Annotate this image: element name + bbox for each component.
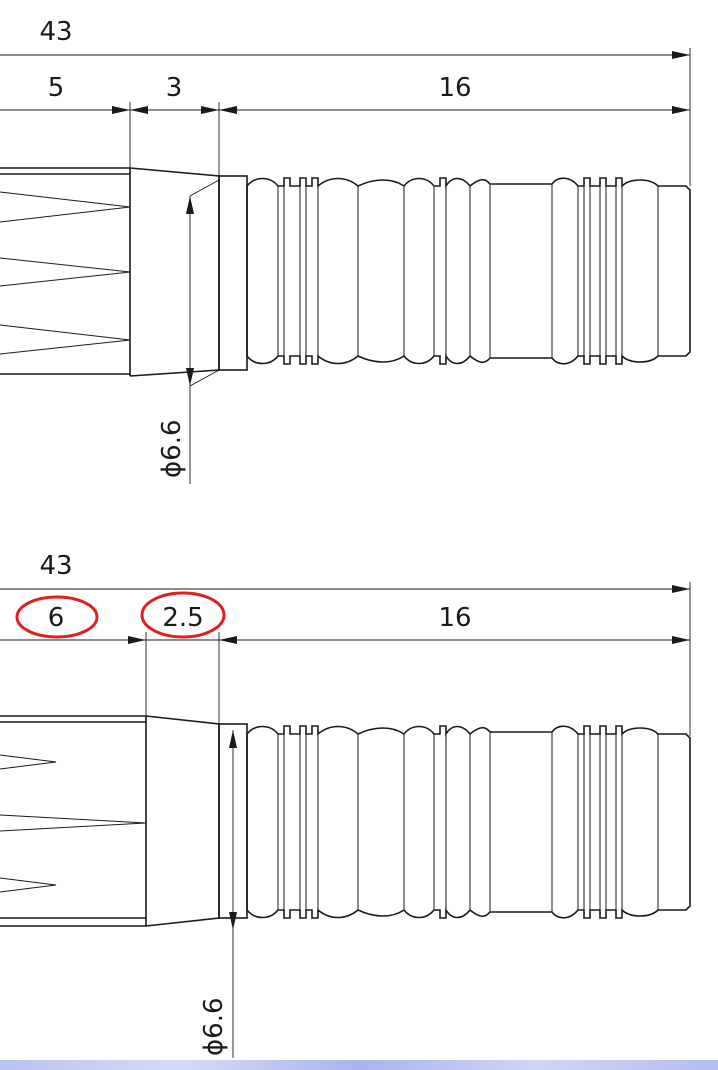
dim-overall: 43 xyxy=(39,17,72,47)
diameter-label: ϕ6.6 xyxy=(157,419,187,478)
footer-strip xyxy=(0,1060,718,1070)
diameter-dimension: ϕ6.6 xyxy=(199,730,237,1058)
dim-seg-b: 2.5 xyxy=(162,603,203,633)
dim-seg-c: 16 xyxy=(438,73,471,103)
left-barrel xyxy=(0,167,131,376)
dim-seg-c: 16 xyxy=(438,603,471,633)
dim-overall: 43 xyxy=(39,551,72,581)
highlight-circle-seg-a xyxy=(15,595,99,639)
drawing-original: 43 5 3 16 xyxy=(0,17,691,484)
grip-body xyxy=(218,723,691,919)
dim-seg-a: 6 xyxy=(48,603,65,633)
dim-seg-b: 3 xyxy=(166,73,183,103)
left-barrel xyxy=(0,715,147,927)
drawing-revised: 43 6 2.5 16 xyxy=(0,551,691,1058)
grip-body xyxy=(218,175,691,371)
dim-seg-a: 5 xyxy=(48,73,65,103)
highlight-circle-seg-b xyxy=(140,591,226,639)
diameter-dimension: ϕ6.6 xyxy=(157,179,220,484)
diameter-label: ϕ6.6 xyxy=(199,997,229,1056)
